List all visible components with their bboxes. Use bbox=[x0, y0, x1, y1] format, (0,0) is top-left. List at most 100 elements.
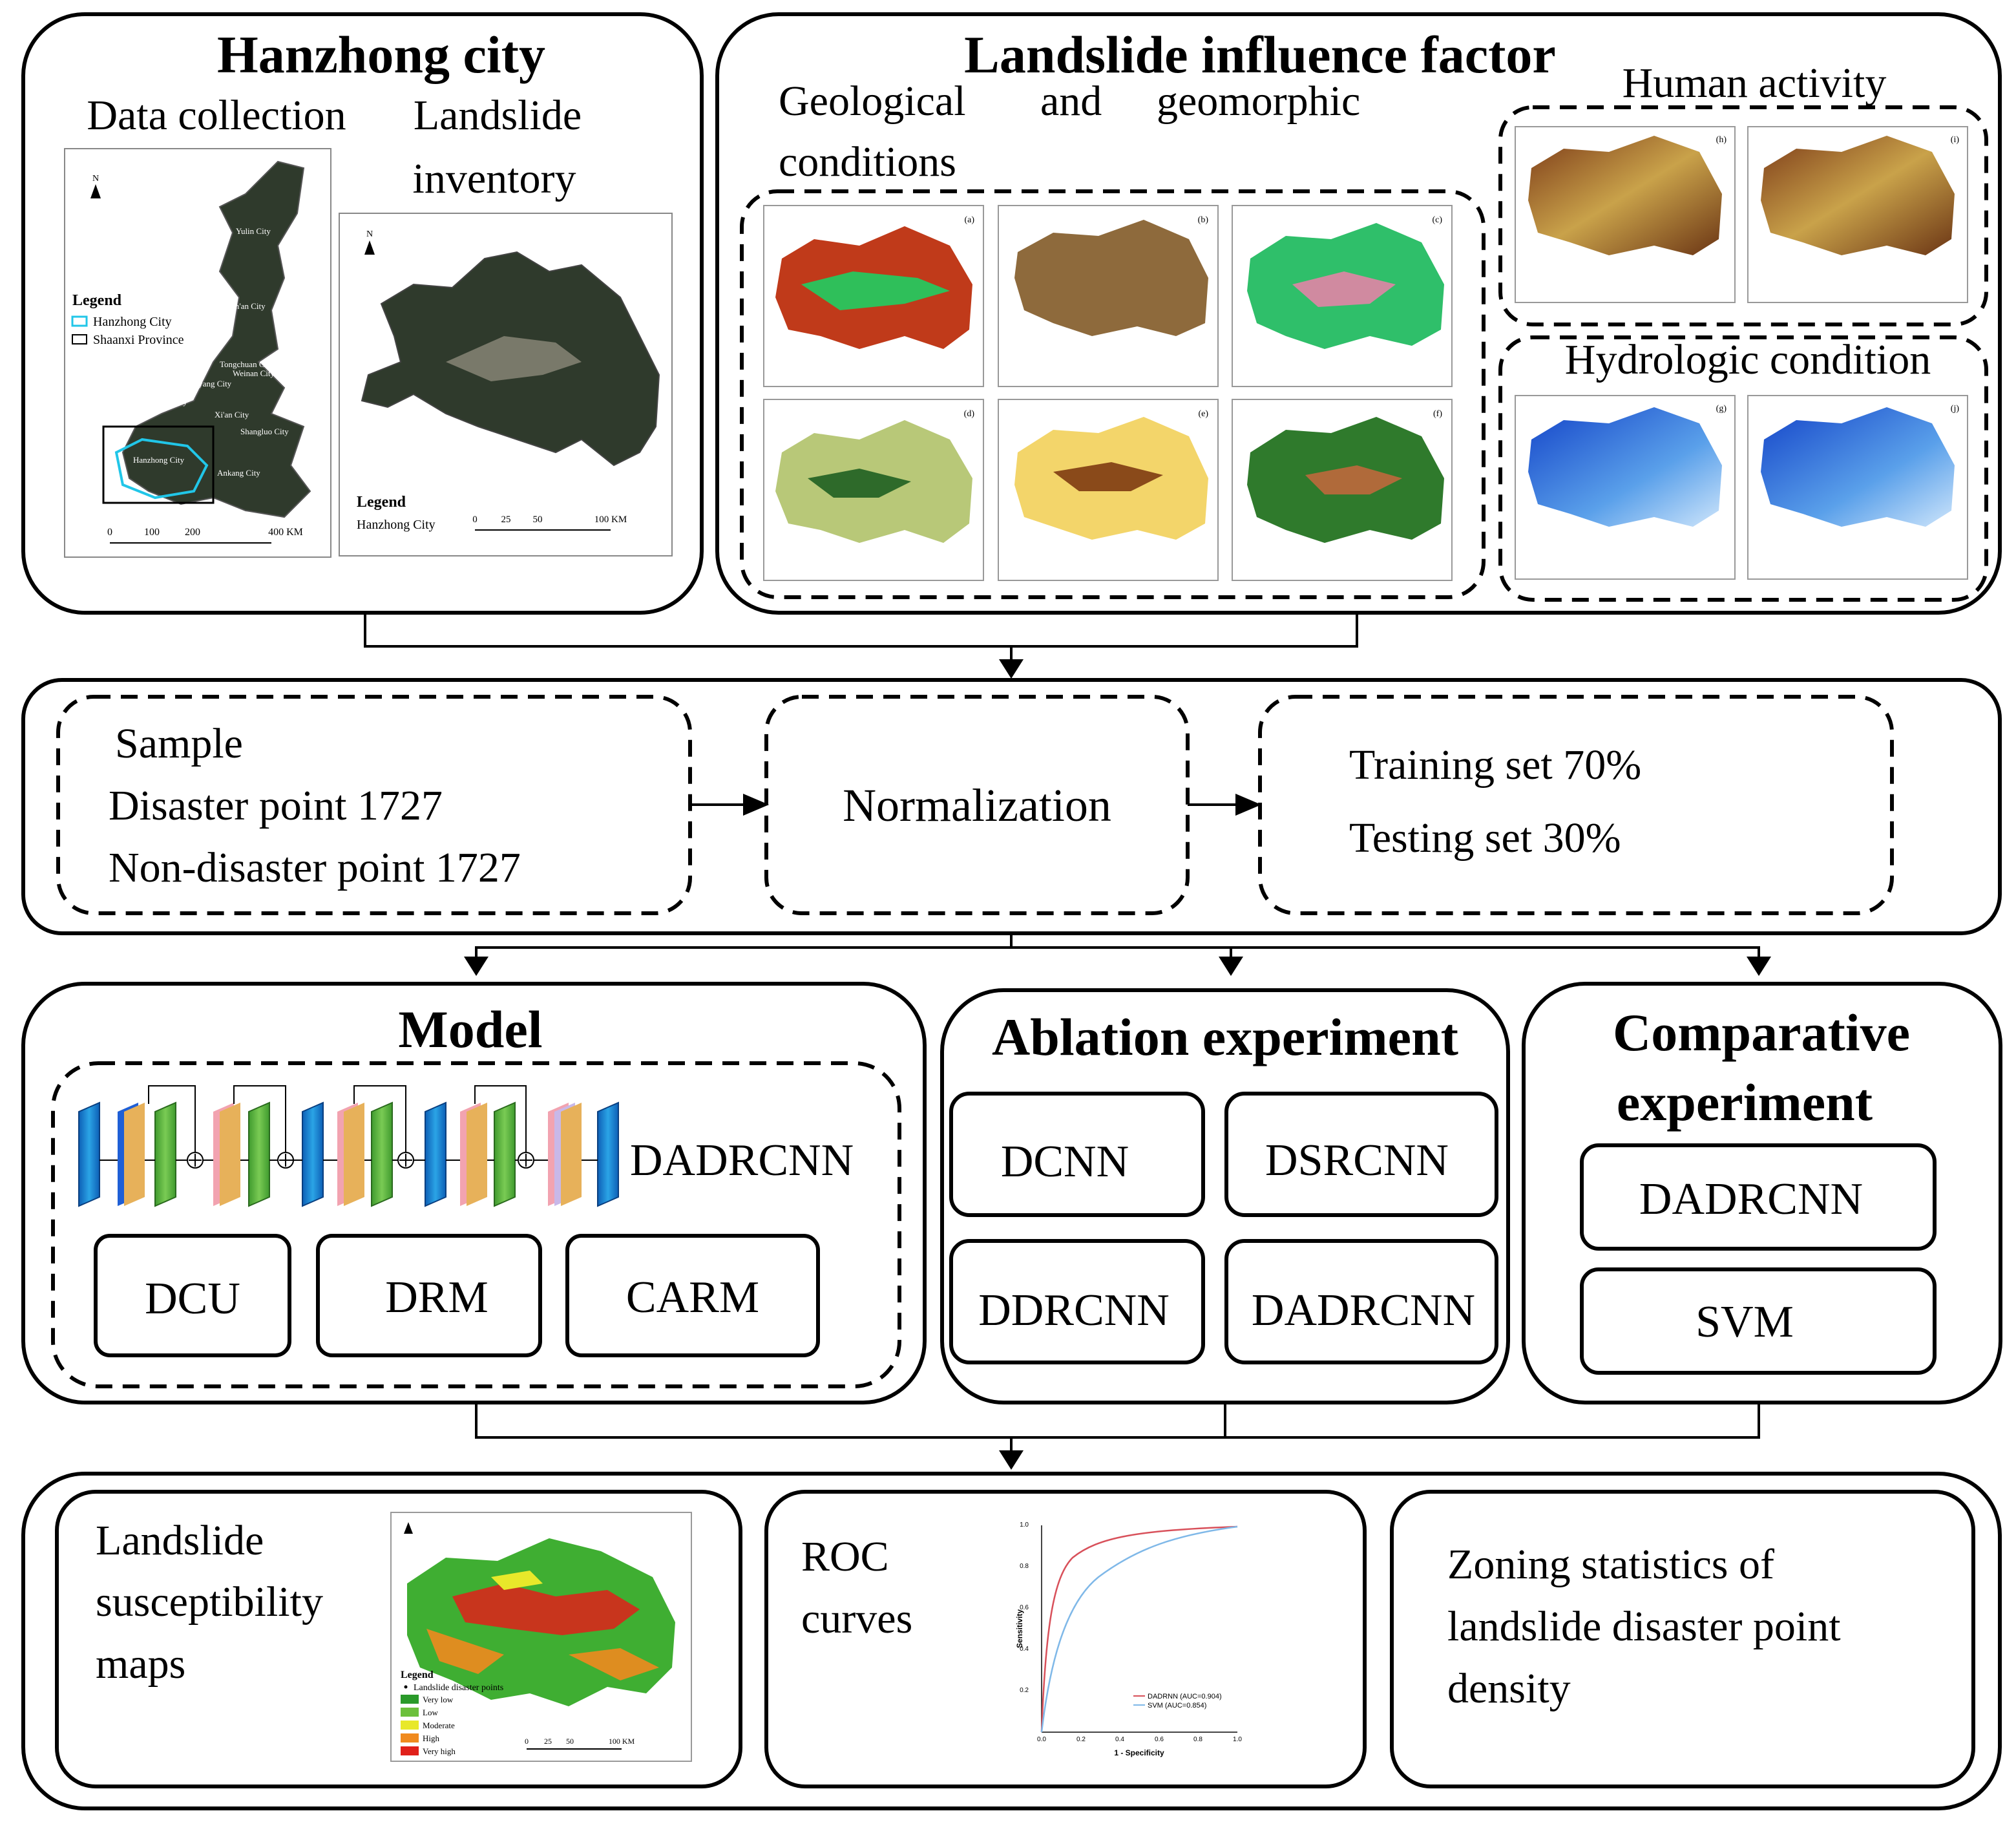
hanzhong-inventory-map: N Legend Hanzhong City 0 25 50 100 KM bbox=[339, 213, 673, 556]
svg-text:0.4: 0.4 bbox=[1020, 1646, 1029, 1653]
connector-middle bbox=[475, 946, 1760, 950]
data-collection-label: Data collection bbox=[87, 92, 346, 139]
arrow-down-icon bbox=[999, 1450, 1024, 1470]
svg-text:Baoji City: Baoji City bbox=[152, 397, 187, 407]
network-layer-block bbox=[548, 1103, 582, 1206]
svg-text:Very low: Very low bbox=[423, 1695, 454, 1704]
zoning-label-2: landslide disaster point bbox=[1447, 1603, 1841, 1650]
factor-map-f: (f) bbox=[1232, 399, 1453, 581]
normalization-box bbox=[764, 695, 1190, 915]
ablation-item bbox=[949, 1092, 1205, 1217]
svg-text:0.4: 0.4 bbox=[1115, 1736, 1124, 1743]
arrow-down-icon bbox=[1747, 957, 1771, 976]
svg-text:0.2: 0.2 bbox=[1020, 1687, 1029, 1694]
roc-box bbox=[764, 1490, 1367, 1788]
svg-text:Yan'an City: Yan'an City bbox=[226, 301, 266, 311]
arrow-down-icon bbox=[464, 957, 488, 976]
model-panel bbox=[21, 982, 927, 1404]
svg-text:Very high: Very high bbox=[423, 1746, 456, 1756]
factor-map-h: (h) bbox=[1515, 126, 1736, 303]
roc-label-2: curves bbox=[801, 1595, 912, 1642]
drm-label: DRM bbox=[385, 1273, 488, 1322]
testing-set-label: Testing set 30% bbox=[1349, 814, 1621, 862]
arrow-right-icon bbox=[743, 794, 769, 816]
comparative-item-label: DADRCNN bbox=[1639, 1174, 1863, 1224]
svg-text:Weinan City: Weinan City bbox=[233, 368, 275, 378]
svg-text:0: 0 bbox=[525, 1737, 529, 1746]
network-architecture bbox=[78, 1085, 619, 1207]
network-layer-block bbox=[597, 1101, 619, 1207]
svg-text:Yulin City: Yulin City bbox=[236, 226, 271, 236]
non-disaster-point-label: Non-disaster point 1727 bbox=[109, 844, 521, 891]
ablation-item bbox=[1224, 1092, 1498, 1217]
network-layer-block bbox=[337, 1103, 364, 1206]
svg-text:1 - Specificity: 1 - Specificity bbox=[1114, 1748, 1164, 1757]
influence-factor-title: Landslide influence factor bbox=[964, 25, 1556, 84]
network-layer-block bbox=[118, 1103, 145, 1206]
svg-text:Hanzhong City: Hanzhong City bbox=[93, 315, 172, 329]
lsm-label-1: Landslide bbox=[96, 1517, 264, 1564]
roc-series-svm bbox=[1040, 1525, 1238, 1733]
susceptibility-map: Legend Landslide disaster points Very lo… bbox=[390, 1512, 692, 1762]
svg-text:25: 25 bbox=[544, 1737, 552, 1746]
ablation-item-label: DDRCNN bbox=[978, 1286, 1170, 1335]
svg-text:(g): (g) bbox=[1716, 404, 1727, 414]
landslide-inventory-label-2: inventory bbox=[413, 155, 576, 202]
roc-series-dadrcnn bbox=[1040, 1525, 1238, 1733]
factor-map-a: (a) bbox=[763, 205, 984, 387]
lsm-label-3: maps bbox=[96, 1640, 185, 1688]
sample-label: Sample bbox=[115, 720, 243, 767]
north-arrow-icon bbox=[364, 240, 375, 255]
svg-text:(h): (h) bbox=[1716, 135, 1727, 145]
svg-text:1.0: 1.0 bbox=[1233, 1736, 1242, 1743]
hydrologic-group bbox=[1498, 335, 1988, 602]
factor-map-b: (b) bbox=[998, 205, 1219, 387]
comparative-item bbox=[1580, 1267, 1937, 1375]
svg-text:100 KM: 100 KM bbox=[609, 1737, 635, 1746]
svg-text:Low: Low bbox=[423, 1708, 438, 1717]
human-activity-group bbox=[1498, 105, 1988, 326]
geo-conditions-label: conditions bbox=[779, 138, 956, 185]
carm-box bbox=[565, 1234, 820, 1357]
svg-text:Landslide disaster points: Landslide disaster points bbox=[414, 1683, 503, 1693]
human-activity-title: Human activity bbox=[1622, 59, 1887, 107]
factor-map-c: (c) bbox=[1232, 205, 1453, 387]
factor-map-d: (d) bbox=[763, 399, 984, 581]
svg-text:and: and bbox=[1040, 78, 1102, 125]
svg-text:100 KM: 100 KM bbox=[594, 514, 627, 525]
svg-text:Legend: Legend bbox=[401, 1669, 434, 1680]
svg-text:Legend: Legend bbox=[72, 292, 122, 309]
svg-text:(j): (j) bbox=[1951, 404, 1960, 414]
svg-text:N: N bbox=[366, 229, 373, 239]
factor-map-j: (j) bbox=[1747, 395, 1968, 580]
lsm-label-2: susceptibility bbox=[96, 1578, 323, 1626]
svg-text:Geological: Geological bbox=[779, 78, 966, 125]
network-layer-block bbox=[302, 1101, 324, 1207]
svg-text:Ankang City: Ankang City bbox=[217, 468, 260, 478]
dadrcnn-arch-label: DADRCNN bbox=[630, 1136, 854, 1185]
svg-text:100: 100 bbox=[144, 527, 160, 538]
roc-chart: 1.0 0.8 0.6 0.4 0.2 0.0 0.2 0.4 0.6 0.8 … bbox=[1015, 1521, 1242, 1757]
svg-text:Tongchuan City: Tongchuan City bbox=[220, 359, 274, 369]
svg-text:200: 200 bbox=[185, 527, 200, 538]
svg-text:High: High bbox=[423, 1733, 440, 1743]
network-layer-block bbox=[494, 1101, 516, 1207]
arrow-right-icon bbox=[1235, 794, 1261, 816]
ablation-item bbox=[1224, 1239, 1498, 1364]
network-layer-block bbox=[425, 1101, 446, 1207]
arrow-down-icon bbox=[1219, 957, 1243, 976]
network-layer-block bbox=[371, 1101, 393, 1207]
model-architecture-group bbox=[51, 1061, 901, 1388]
split-box bbox=[1258, 695, 1894, 915]
comparative-title-2: experiment bbox=[1617, 1073, 1873, 1132]
factor-map-i: (i) bbox=[1747, 126, 1968, 303]
svg-text:0.6: 0.6 bbox=[1155, 1736, 1164, 1743]
svg-text:(d): (d) bbox=[964, 409, 975, 419]
carm-label: CARM bbox=[626, 1273, 759, 1322]
svg-text:0: 0 bbox=[107, 527, 112, 538]
svg-text:0.6: 0.6 bbox=[1020, 1604, 1029, 1611]
network-layer-block bbox=[460, 1103, 487, 1206]
comparative-item-label: SVM bbox=[1696, 1297, 1794, 1347]
svg-text:geomorphic: geomorphic bbox=[1157, 78, 1360, 125]
ablation-item-label: DCNN bbox=[1001, 1137, 1129, 1187]
